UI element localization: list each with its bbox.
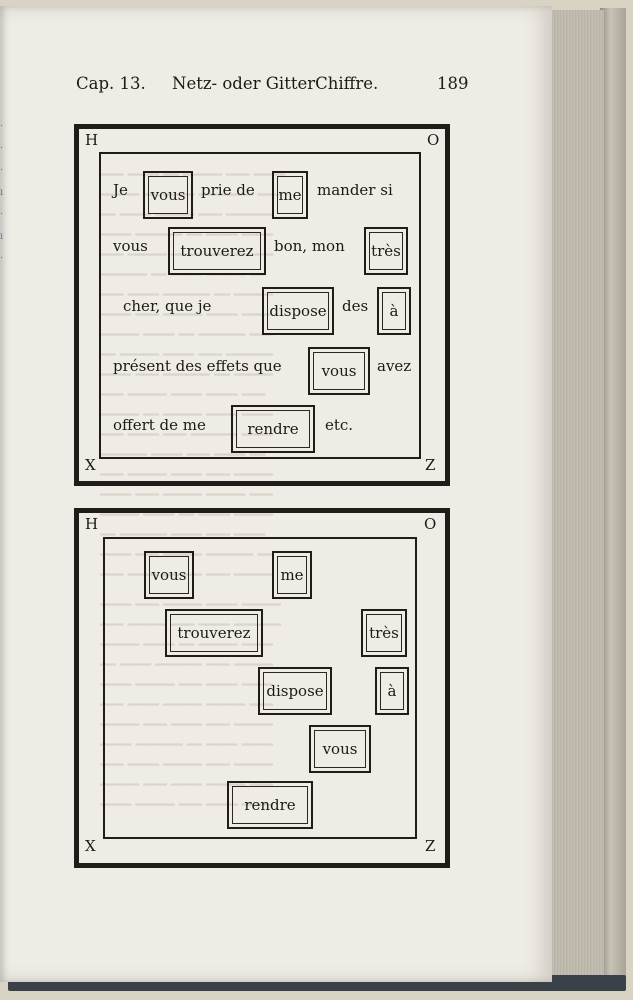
boxed-word: rendre (244, 796, 296, 814)
cipher-box-tres: très (364, 227, 408, 275)
mask-box-dispose: dispose (258, 667, 332, 715)
chapter-label: Cap. 13. (76, 74, 146, 93)
page-number: 189 (437, 74, 469, 93)
boxed-word: très (369, 624, 399, 642)
boxed-word: rendre (247, 420, 299, 438)
boxed-word: dispose (269, 302, 327, 320)
corner-label-z: Z (425, 456, 436, 474)
cipher-grid-full: H O X Z Je vous prie de me mander si vou… (74, 124, 450, 486)
plain-word: prie de (201, 181, 255, 199)
cipher-box-a: à (377, 287, 411, 335)
cipher-grid-mask: H O X Z vous me trouverez très dispose à… (74, 508, 450, 868)
boxed-word: me (278, 186, 302, 204)
mask-box-rendre: rendre (227, 781, 313, 829)
cipher-box-dispose: dispose (262, 287, 334, 335)
plain-word: bon, mon (274, 237, 345, 255)
cipher-box-trouverez: trouverez (168, 227, 266, 275)
gutter-marks: ···ı·ı· (0, 121, 4, 264)
running-header: Cap. 13. Netz- oder GitterChiffre. 189 (76, 74, 476, 104)
corner-label-h: H (85, 131, 99, 149)
cipher-box-me: me (272, 171, 308, 219)
boxed-word: me (280, 566, 304, 584)
mask-box-trouverez: trouverez (165, 609, 263, 657)
plain-word: des (342, 297, 369, 315)
page-edges (542, 10, 604, 978)
boxed-word: à (387, 682, 397, 700)
corner-label-h: H (85, 515, 99, 533)
boxed-word: vous (151, 566, 187, 584)
bleed-through-texture: ━━━ ━━━━ ━━ ━━━━━ ━━━ ━━━━━━━━━ ━━ ━━━━ … (100, 168, 286, 583)
corner-label-o: O (427, 131, 440, 149)
boxed-word: très (371, 242, 401, 260)
corner-label-o: O (424, 515, 437, 533)
mask-box-tres: très (361, 609, 407, 657)
mask-box-me: me (272, 551, 312, 599)
plain-word: mander si (317, 181, 393, 199)
grid-inner-frame (99, 152, 421, 459)
bleed-through-texture-lower: ━━━━ ━━━ ━━━━━ ━━━━ ━━━━━━━━ ━━━━━ ━━━ ━… (100, 598, 281, 813)
cipher-box-vous-2: vous (308, 347, 370, 395)
boxed-word: vous (322, 740, 358, 758)
plain-word: vous (113, 237, 148, 255)
cipher-box-rendre: rendre (231, 405, 315, 453)
plain-word: cher, que je (123, 297, 212, 315)
corner-label-x: X (85, 837, 96, 855)
mask-box-vous: vous (144, 551, 194, 599)
mask-box-a: à (375, 667, 409, 715)
boxed-word: vous (321, 362, 357, 380)
book-page: ···ı·ı· Cap. 13. Netz- oder GitterChiffr… (0, 6, 552, 982)
plain-word: Je (113, 181, 128, 199)
boxed-word: trouverez (180, 242, 254, 260)
plain-word: présent des effets que (113, 357, 282, 375)
corner-label-x: X (85, 456, 96, 474)
cipher-box-vous: vous (143, 171, 193, 219)
boxed-word: vous (150, 186, 186, 204)
mask-box-vous-2: vous (309, 725, 371, 773)
plain-word: offert de me (113, 416, 206, 434)
boxed-word: dispose (266, 682, 324, 700)
plain-word: etc. (325, 416, 354, 434)
page-title: Netz- oder GitterChiffre. (172, 74, 379, 93)
boxed-word: trouverez (177, 624, 251, 642)
boxed-word: à (389, 302, 399, 320)
book-cover-edge (600, 8, 626, 986)
plain-word: avez (377, 357, 412, 375)
corner-label-z: Z (425, 837, 436, 855)
grid-inner-frame (103, 537, 417, 839)
